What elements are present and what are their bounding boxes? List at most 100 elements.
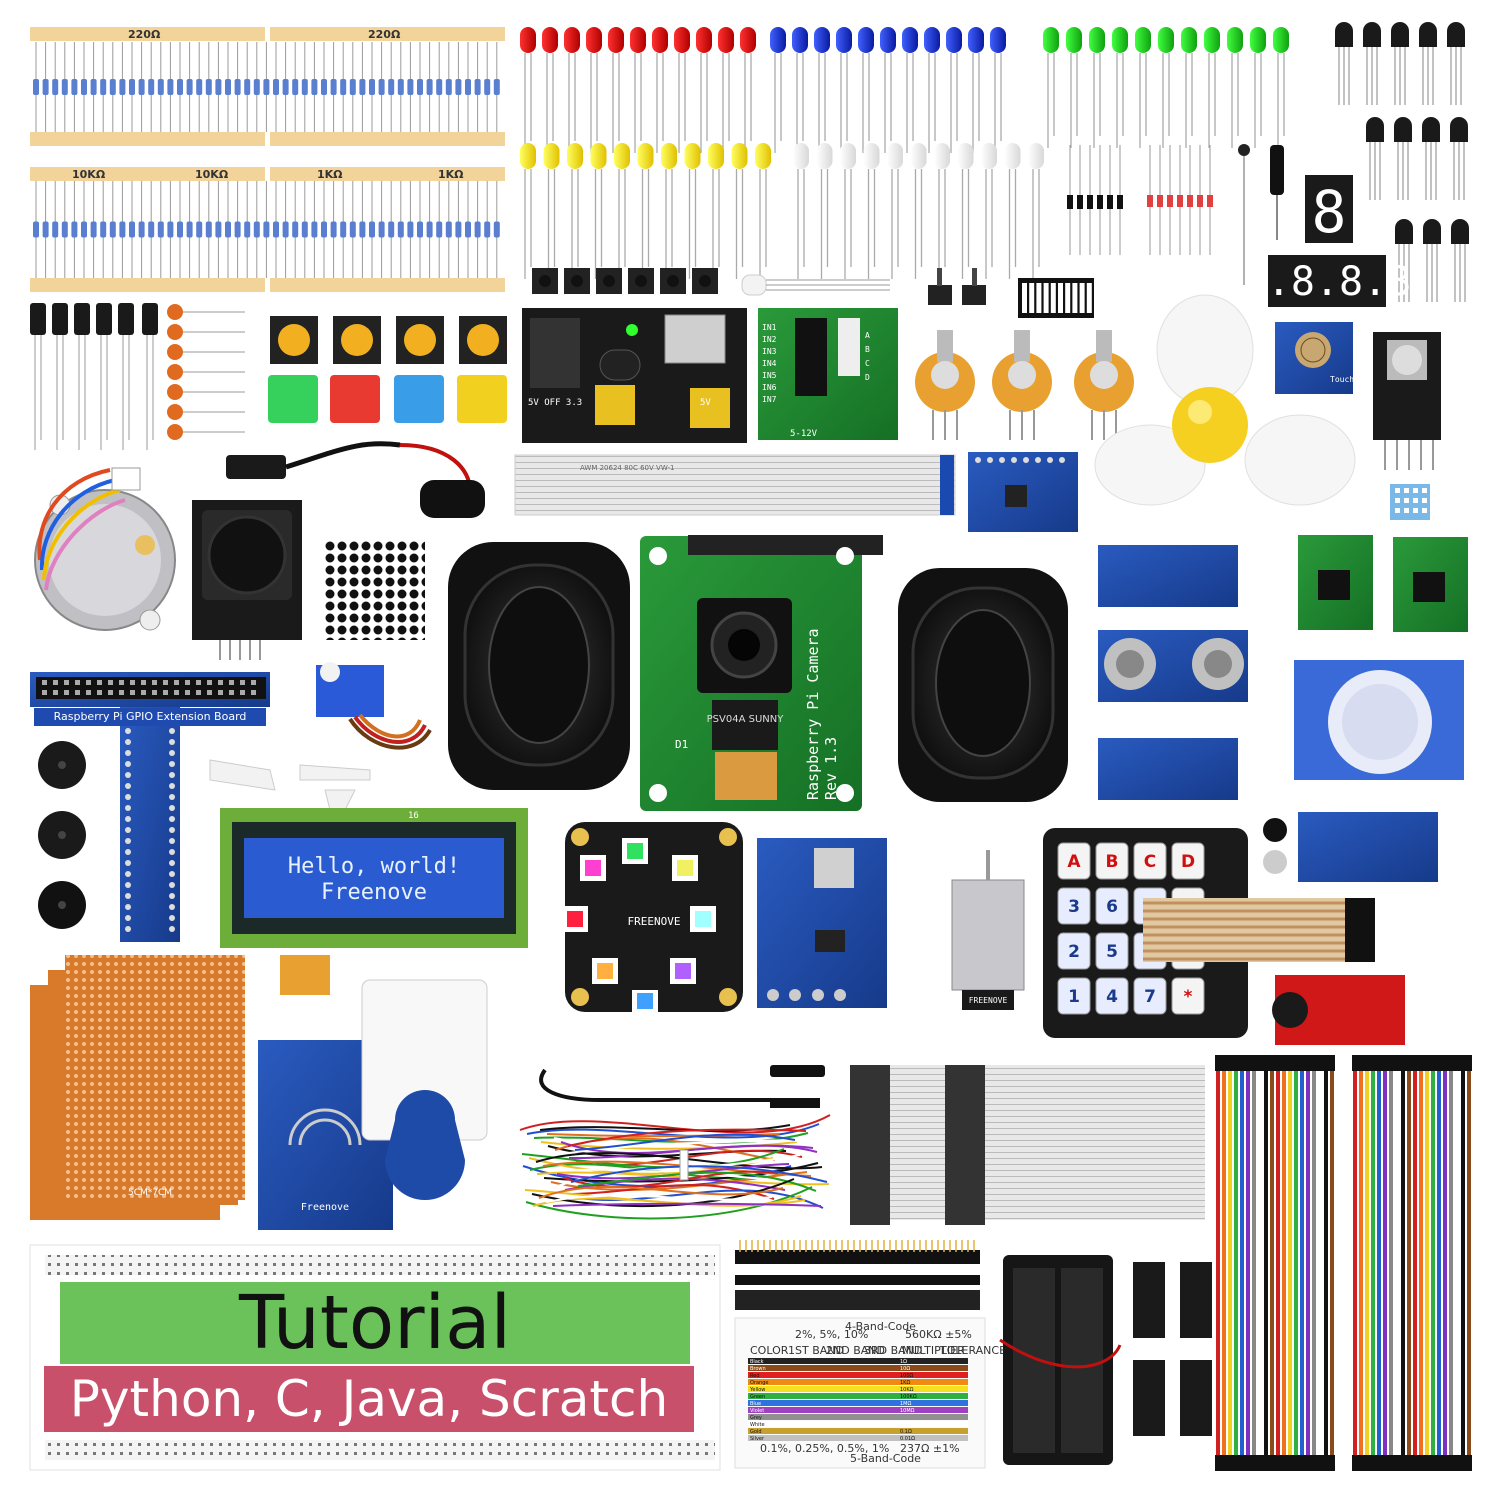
gpio-ribbon-cable [850, 1065, 1205, 1225]
svg-text:5V: 5V [700, 398, 711, 408]
card-header-cell: MULTIPLIER [902, 1344, 965, 1357]
card-tol-bottom: 0.1%, 0.25%, 0.5%, 1% [760, 1442, 889, 1455]
card-color-name: Gold [750, 1429, 762, 1435]
touch-label: Touch Sensor [1330, 375, 1388, 384]
speaker-left [448, 542, 630, 790]
card-header-cell: 3RD BAND [864, 1344, 922, 1357]
driver-output-label: B [865, 345, 870, 354]
small-tact-buttons [532, 268, 718, 294]
pir-sensor [1294, 660, 1464, 780]
card-color-name: Blue [750, 1401, 761, 1407]
driver-input-label: IN6 [762, 383, 777, 392]
speaker-right [898, 568, 1068, 802]
card-color-name: Yellow [749, 1387, 765, 1393]
resistor-label-220-b: 220Ω [368, 28, 401, 41]
lcd-line-2: Freenove [321, 880, 427, 905]
driver-output-label: C [865, 359, 870, 368]
resistor-strips [30, 27, 505, 292]
card-multiplier: 10Ω [900, 1366, 910, 1372]
photoresistor-module [1098, 738, 1238, 800]
ir-obstacle-module [1263, 812, 1438, 882]
resistor-label-220-a: 220Ω [128, 28, 161, 41]
resistor-label-1k-b: 1KΩ [438, 168, 464, 181]
card-multiplier: 0.01Ω [900, 1436, 915, 1442]
card-example-top: 560KΩ ±5% [905, 1328, 972, 1341]
driver-output-label: A [865, 331, 870, 340]
card-color-name: Orange [750, 1380, 768, 1386]
large-tact-buttons [268, 316, 507, 423]
fan-propeller [1094, 294, 1356, 506]
stepper-motor [34, 467, 176, 631]
resistor-color-card: 4-Band-Code 560KΩ ±5% 2%, 5%, 10% COLOR 1… [734, 1317, 1006, 1469]
electrolytic-capacitors [30, 303, 158, 450]
card-tol-top: 2%, 5%, 10% [795, 1328, 868, 1341]
driver-voltage: 5-12V [790, 429, 818, 439]
tutorial-languages: Python, C, Java, Scratch [44, 1366, 694, 1432]
servo-motor [209, 662, 432, 811]
lcd-line-1: Hello, world! [288, 854, 460, 879]
ribbon-print: AWM 20624 80C 60V VW-1 [580, 464, 674, 472]
rfid-brand: Freenove [301, 1202, 349, 1213]
resistor-label-1k-a: 1KΩ [317, 168, 343, 181]
led-rows [520, 27, 1289, 279]
card-color-name: Red [750, 1373, 760, 1379]
prototype-boards: 5CM*7CM [30, 955, 245, 1220]
pressure-sensor-module [757, 838, 887, 1008]
keypad-key: C [1144, 852, 1156, 872]
rfid-module: Freenove [258, 979, 488, 1230]
card-color-name: Grey [750, 1415, 762, 1421]
relay [280, 955, 330, 995]
keypad-key: * [1184, 987, 1193, 1007]
card-title-top: 4-Band-Code [845, 1320, 916, 1333]
gpio-board-title: Raspberry Pi GPIO Extension Board [34, 708, 266, 726]
card-multiplier: 0.1Ω [900, 1429, 912, 1435]
slide-switches [928, 268, 986, 305]
jumper-wire-bundle [519, 1114, 831, 1220]
keypad-key: D [1181, 852, 1195, 872]
card-header-cell: TOLERANCE [939, 1344, 1006, 1357]
led-bar-graph [1018, 278, 1094, 318]
keypad-key: 4 [1106, 987, 1118, 1007]
driver-output-label: D [865, 373, 870, 382]
humidity-sensor [1390, 484, 1430, 520]
keypad-key: 2 [1068, 942, 1080, 962]
card-multiplier: 100KΩ [900, 1394, 917, 1400]
keypad-key: 7 [1144, 987, 1156, 1007]
keypad-ribbon [1143, 898, 1375, 962]
keypad-key: 5 [1106, 942, 1118, 962]
driver-input-label: IN7 [762, 395, 777, 404]
led-dot-matrix [325, 540, 425, 640]
keypad-key: 3 [1068, 897, 1080, 917]
camera-sensor-label: PSV04A SUNNY [707, 714, 785, 725]
dc-motor: FREENOVE [951, 850, 1025, 1010]
proto-board-label: 5CM*7CM [128, 1188, 172, 1198]
diodes [1067, 145, 1213, 255]
keypad-key: B [1106, 852, 1119, 872]
keypad-key: 1 [1068, 987, 1080, 1007]
rgb-led-module: FREENOVE [562, 822, 743, 1012]
rotary-encoder [1373, 332, 1441, 470]
driver-input-label: IN2 [762, 335, 777, 344]
camera-d1: D1 [675, 738, 688, 751]
card-multiplier: 10KΩ [900, 1387, 914, 1393]
sound-sensor-module [1272, 975, 1405, 1045]
camera-module: PSV04A SUNNY D1 Raspberry Pi Camera Rev … [640, 535, 883, 811]
battery-clip-cable [226, 441, 485, 518]
svg-text:5V OFF 3.3: 5V OFF 3.3 [528, 398, 582, 408]
card-header-cell: COLOR [750, 1344, 789, 1357]
driver-input-label: IN3 [762, 347, 777, 356]
tilt-switch [1238, 144, 1284, 285]
motor-brand: FREENOVE [969, 996, 1008, 1005]
keypad-key: A [1067, 852, 1081, 872]
four-digit-display: 8.8.8.8 [1243, 259, 1412, 305]
touch-sensor: Touch Sensor [1275, 322, 1388, 394]
ceramic-capacitors [167, 304, 245, 440]
adc-module [1393, 537, 1468, 632]
card-multiplier: 10MΩ [900, 1408, 915, 1414]
card-title-bottom: 5-Band-Code [850, 1452, 921, 1465]
led-module-brand: FREENOVE [628, 915, 681, 928]
resistor-label-10k-a: 10KΩ [72, 168, 106, 181]
audio-cable [539, 1065, 825, 1108]
camera-ribbon-cable: AWM 20624 80C 60V VW-1 [514, 454, 956, 516]
